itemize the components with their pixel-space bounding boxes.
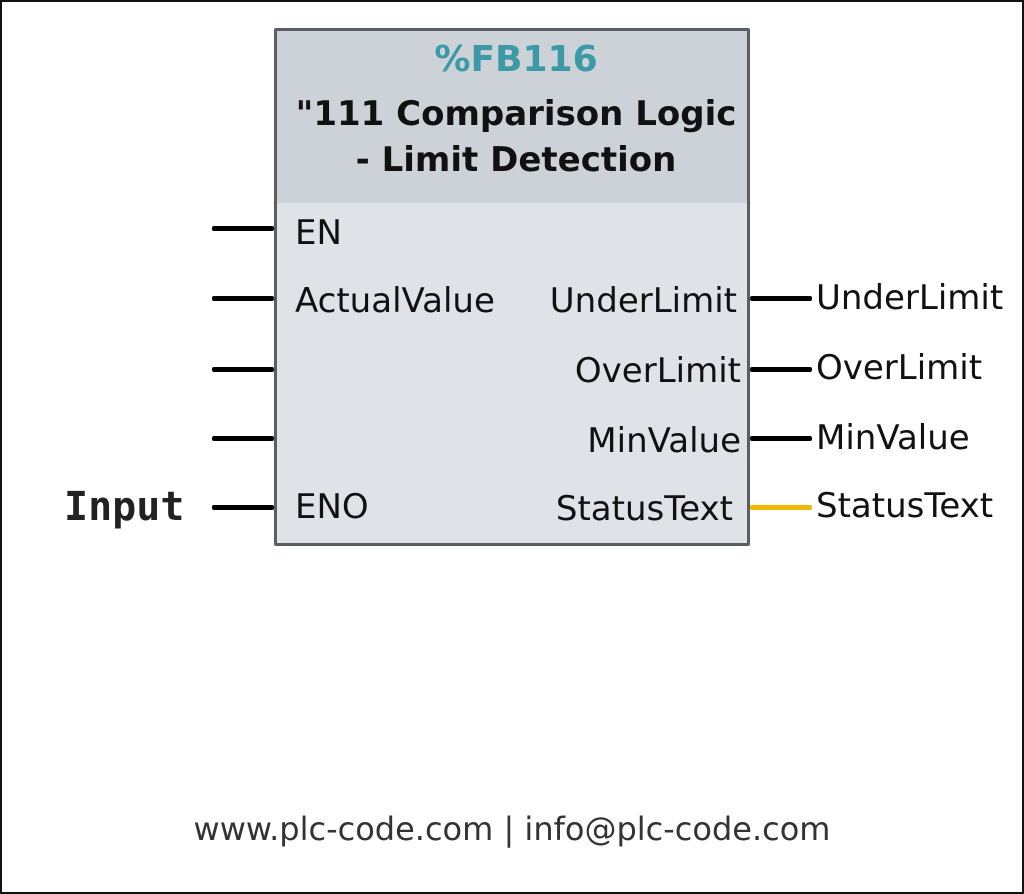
conn-under-limit-label: UnderLimit xyxy=(816,278,1004,318)
pin-eno-label: ENO xyxy=(295,487,369,527)
block-title-line2: - Limit Detection xyxy=(355,140,677,180)
function-block[interactable]: %FB116 "111 Comparison Logic - Limit Det… xyxy=(274,28,750,546)
footer-contact: www.plc-code.com | info@plc-code.com xyxy=(193,810,831,848)
block-id: %FB116 xyxy=(434,39,598,80)
block-title-line1: "111 Comparison Logic xyxy=(295,94,737,134)
pin-under-limit-label: UnderLimit xyxy=(549,281,737,321)
conn-over-limit-label: OverLimit xyxy=(816,348,983,388)
conn-min-value-label: MinValue xyxy=(816,418,970,458)
wire-min-value[interactable] xyxy=(750,436,812,441)
wire-eno[interactable] xyxy=(212,505,274,510)
pin-min-value-label: MinValue xyxy=(587,421,741,461)
wire-en[interactable] xyxy=(212,226,274,231)
conn-status-text-label: StatusText xyxy=(816,486,994,526)
wire-actual-value[interactable] xyxy=(212,296,274,301)
wire-status-text[interactable] xyxy=(750,505,812,510)
input-tag-label: Input xyxy=(64,484,185,530)
wire-input-4[interactable] xyxy=(212,436,274,441)
wire-under-limit[interactable] xyxy=(750,296,812,301)
pin-en-label: EN xyxy=(295,213,342,253)
function-block-header xyxy=(277,31,747,203)
pin-actual-value-label: ActualValue xyxy=(295,281,495,321)
pin-status-text-label: StatusText xyxy=(555,489,733,529)
wire-over-limit[interactable] xyxy=(750,367,812,372)
wire-input-3[interactable] xyxy=(212,367,274,372)
pin-over-limit-label: OverLimit xyxy=(574,351,741,391)
block-title: "111 Comparison Logic - Limit Detection xyxy=(277,91,755,183)
